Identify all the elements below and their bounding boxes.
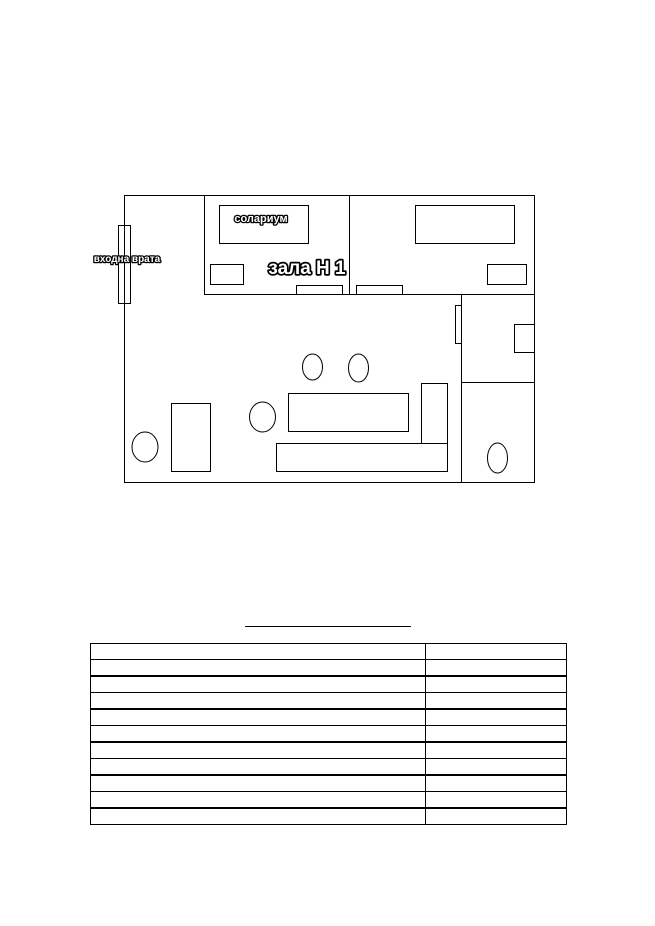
hall-label: зала Н 1 — [268, 258, 346, 279]
table-row — [90, 758, 567, 776]
table-row — [90, 643, 567, 660]
counter-vertical — [421, 383, 448, 444]
center-table — [288, 393, 409, 432]
table-cell-value — [425, 807, 567, 825]
table-cell-value — [425, 708, 567, 726]
table-cell-value — [425, 692, 567, 710]
legend-table — [90, 643, 567, 825]
table-cell-description — [90, 807, 426, 825]
table-cell-description — [90, 643, 426, 660]
corner-plant — [131, 431, 159, 463]
table-cell-description — [90, 708, 426, 726]
round-table — [249, 401, 276, 433]
upper-rooms-wall — [204, 195, 535, 295]
entrance-door — [118, 225, 131, 304]
table-row — [90, 774, 567, 792]
table-heading-underline — [245, 626, 411, 627]
table-cell-description — [90, 774, 426, 792]
table-cell-value — [425, 774, 567, 792]
table-row — [90, 708, 567, 726]
upper-right-bed — [415, 205, 515, 244]
stool-2 — [348, 353, 369, 383]
solarium-label: солариум — [234, 213, 287, 225]
table-cell-value — [425, 725, 567, 743]
table-cell-value — [425, 659, 567, 677]
stool-1 — [302, 353, 323, 381]
legend-table-body — [90, 643, 567, 825]
entrance-label: входна врата — [94, 254, 161, 265]
table-row — [90, 725, 567, 743]
doorway-left — [296, 285, 343, 295]
upper-right-box — [487, 264, 527, 285]
building-outline — [124, 195, 535, 483]
table-row — [90, 741, 567, 759]
table-cell-description — [90, 725, 426, 743]
table-row — [90, 659, 567, 677]
table-cell-value — [425, 675, 567, 693]
table-cell-description — [90, 692, 426, 710]
table-cell-value — [425, 741, 567, 759]
wash-basin — [487, 442, 508, 474]
table-cell-description — [90, 791, 426, 809]
table-cell-description — [90, 758, 426, 776]
table-row — [90, 692, 567, 710]
solarium-bed — [219, 205, 309, 244]
table-cell-description — [90, 741, 426, 759]
doorway-right — [356, 285, 403, 295]
table-cell-value — [425, 791, 567, 809]
table-cell-value — [425, 643, 567, 660]
table-row — [90, 675, 567, 693]
tall-cabinet — [171, 403, 211, 472]
table-row — [90, 807, 567, 825]
solarium-side-box — [210, 264, 244, 285]
table-cell-description — [90, 675, 426, 693]
table-cell-description — [90, 659, 426, 677]
wall-cabinet — [514, 324, 535, 353]
table-row — [90, 791, 567, 809]
table-cell-value — [425, 758, 567, 776]
side-door — [455, 305, 462, 344]
counter-horizontal — [276, 443, 448, 472]
